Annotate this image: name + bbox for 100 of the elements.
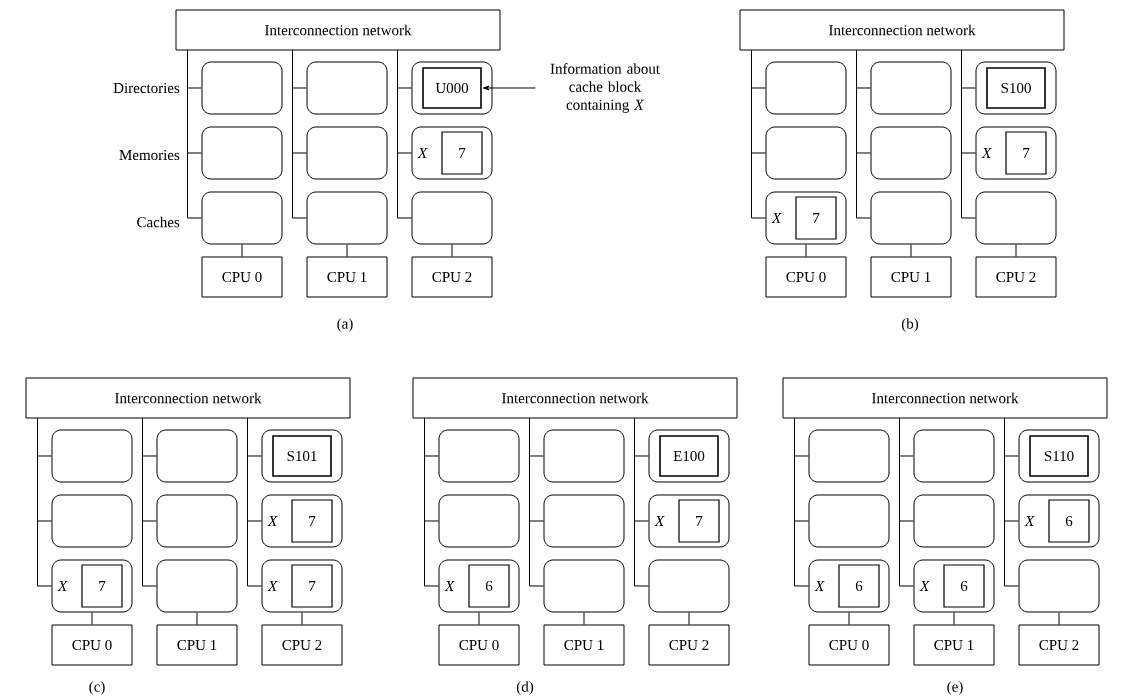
- cpu-box: CPU 1: [543, 624, 625, 666]
- cpu-box: CPU 1: [913, 624, 995, 666]
- value-box: 6: [943, 564, 985, 608]
- directory-box: [975, 61, 1057, 115]
- memory-box: [870, 126, 952, 180]
- bus-line: [1004, 418, 1019, 587]
- bus-line: [292, 50, 307, 219]
- connector-line: [301, 612, 303, 625]
- state-box: U000: [422, 67, 482, 109]
- cache-box: [975, 191, 1057, 245]
- network-box: Interconnection network: [412, 377, 738, 419]
- bus-line: [187, 50, 202, 219]
- memory-box: [543, 494, 625, 548]
- value-box: 7: [1005, 131, 1047, 175]
- state-box: S101: [272, 435, 332, 477]
- bus-line: [397, 50, 412, 219]
- cache-box: [411, 191, 493, 245]
- connector-line: [1058, 612, 1060, 625]
- bus-line: [961, 50, 976, 219]
- network-box: Interconnection network: [782, 377, 1108, 419]
- connector-line: [478, 612, 480, 625]
- memory-box: [765, 126, 847, 180]
- network-box: Interconnection network: [25, 377, 351, 419]
- directory-box: [438, 429, 520, 483]
- bus-line: [794, 418, 809, 587]
- directory-box: [1018, 429, 1100, 483]
- connector-line: [805, 244, 807, 257]
- cpu-box: CPU 0: [51, 624, 133, 666]
- connector-line: [196, 612, 198, 625]
- panel-caption: (e): [947, 681, 963, 695]
- panel-caption: (d): [516, 681, 534, 695]
- connector-line: [241, 244, 243, 257]
- memory-box: [438, 494, 520, 548]
- cpu-box: CPU 0: [765, 256, 847, 298]
- directory-box: [201, 61, 283, 115]
- connector-line: [451, 244, 453, 257]
- cache-box: [306, 191, 388, 245]
- cpu-box: CPU 0: [201, 256, 283, 298]
- directory-box: [51, 429, 133, 483]
- cpu-box: CPU 2: [261, 624, 343, 666]
- state-box: S100: [986, 67, 1046, 109]
- state-box: S110: [1029, 435, 1089, 477]
- cache-box: [543, 559, 625, 613]
- directory-box: [765, 61, 847, 115]
- connector-line: [583, 612, 585, 625]
- directory-box: [306, 61, 388, 115]
- connector-line: [91, 612, 93, 625]
- value-box: 7: [81, 564, 123, 608]
- cache-box: [870, 191, 952, 245]
- value-box: 7: [795, 196, 837, 240]
- memory-box: [51, 494, 133, 548]
- directory-box: [648, 429, 730, 483]
- row-label: Caches: [137, 216, 180, 228]
- panel-caption: (c): [89, 681, 105, 695]
- bus-line: [899, 418, 914, 587]
- cpu-box: CPU 0: [808, 624, 890, 666]
- bus-line: [634, 418, 649, 587]
- bus-line: [424, 418, 439, 587]
- directory-box: [913, 429, 995, 483]
- directory-box: [870, 61, 952, 115]
- cpu-box: CPU 2: [975, 256, 1057, 298]
- bus-line: [37, 418, 52, 587]
- bus-line: [142, 418, 157, 587]
- connector-line: [1015, 244, 1017, 257]
- value-box: 7: [678, 499, 720, 543]
- connector-line: [346, 244, 348, 257]
- bus-line: [751, 50, 766, 219]
- leader-arrow: [482, 85, 536, 91]
- cache-box: [1018, 559, 1100, 613]
- directory-box: [411, 61, 493, 115]
- directory-box: [261, 429, 343, 483]
- directory-box: [808, 429, 890, 483]
- panel-caption: (b): [901, 318, 919, 332]
- directory-box: [156, 429, 238, 483]
- row-label: Directories: [113, 82, 180, 94]
- network-box: Interconnection network: [175, 9, 501, 51]
- state-box: E100: [659, 435, 719, 477]
- value-box: 6: [1048, 499, 1090, 543]
- row-label: Memories: [119, 149, 180, 161]
- value-box: 6: [468, 564, 510, 608]
- memory-box: [201, 126, 283, 180]
- connector-line: [848, 612, 850, 625]
- annotation-text: Information about cache block containing X: [550, 63, 660, 113]
- cpu-box: CPU 0: [438, 624, 520, 666]
- value-box: 6: [838, 564, 880, 608]
- connector-line: [953, 612, 955, 625]
- cpu-box: CPU 2: [1018, 624, 1100, 666]
- cpu-box: CPU 1: [156, 624, 238, 666]
- connector-line: [688, 612, 690, 625]
- cpu-box: CPU 1: [870, 256, 952, 298]
- cache-box: [648, 559, 730, 613]
- cache-box: [201, 191, 283, 245]
- memory-box: [808, 494, 890, 548]
- memory-box: [156, 494, 238, 548]
- bus-line: [856, 50, 871, 219]
- cache-box: [156, 559, 238, 613]
- value-box: 7: [441, 131, 483, 175]
- network-box: Interconnection network: [739, 9, 1065, 51]
- connector-line: [910, 244, 912, 257]
- memory-box: [913, 494, 995, 548]
